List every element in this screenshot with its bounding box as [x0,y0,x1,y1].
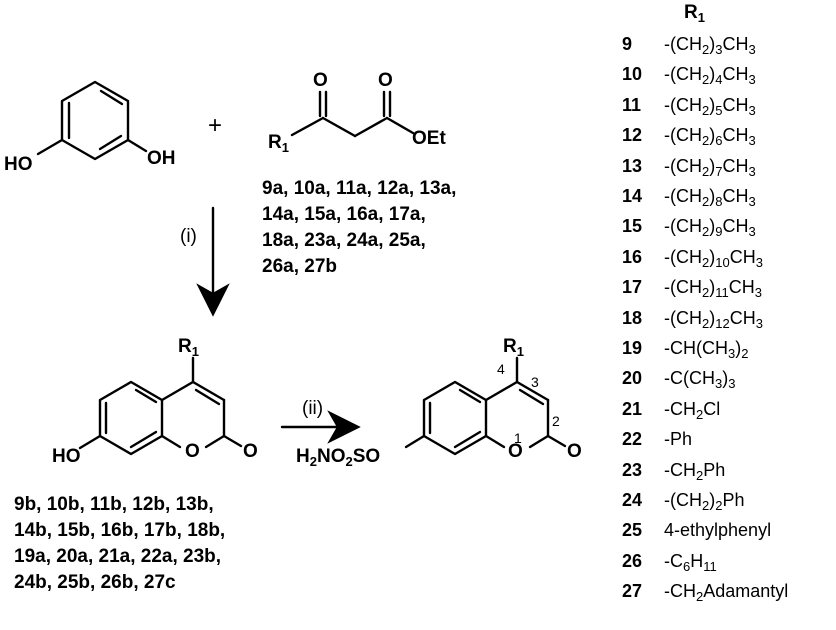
plus-sign: + [208,112,223,139]
compound-number: 24 [622,490,643,510]
compound-number: 25 [622,520,643,541]
compound-number: 9 [622,34,633,54]
compound-number: 23 [622,459,643,480]
position-3-label: 3 [531,374,539,390]
table-header-r1: R1 [684,2,705,25]
substituent-formula: -C(CH3)3 [664,368,736,392]
list-item: 14a, 15a, 16a, 17a, [262,204,426,225]
substituent-formula: -(CH2)12CH3 [664,307,763,331]
substituent-formula: -CH2Ph [664,459,726,483]
substituent-formula: -(CH2)10CH3 [664,246,763,270]
compound-number: 22 [622,429,643,450]
substituent-formula: -(CH2)9CH3 [664,216,756,240]
list-item: 9a, 10a, 11a, 12a, 13a, [262,178,457,199]
substituent-formula: -C6H11 [664,550,717,574]
ketoester-chain [290,90,415,138]
compound-number: 10 [622,64,643,85]
resorcinol-ho-label: HO [4,154,33,175]
substituent-formula: -(CH2)5CH3 [664,94,756,118]
substituent-formula: -(CH2)2Ph [664,490,745,513]
list-item: 9b, 10b, 11b, 12b, 13b, [14,494,214,515]
resorcinol-oh-label: OH [147,148,176,169]
substituent-table: R1 9 -(CH2)3CH3 10 -(CH2)4CH3 11 -(CH2)5CH3 12… [622,2,836,628]
coumarin-ring-oxygen: O [185,441,200,462]
substituent-formula: -(CH2)8CH3 [664,186,756,209]
substituent-formula: -CH2Adamantyl [664,581,789,605]
substituent-formula: -(CH2)6CH3 [664,125,756,149]
keto-oxygen: O [313,70,328,91]
ketoester-r1-label: R1 [268,132,289,155]
substituent-formula: -(CH2)11CH3 [664,277,762,301]
substituent-formula: -Ph [664,429,693,450]
sulfamate-group-label: H2NO2SO [296,446,381,469]
sulfamate-carbonyl-oxygen: O [567,441,582,462]
coumarin-r1-label: R1 [178,336,199,359]
compound-number: 20 [622,368,643,389]
substituent-formula: -(CH2)7CH3 [664,155,756,179]
step1-label: (i) [180,226,197,247]
coumarin-ho-label: HO [52,446,81,467]
ethoxy-group-label: OEt [412,128,446,149]
compound-number: 19 [622,338,643,358]
ester-carbonyl-oxygen: O [378,70,393,91]
substituent-formula: -(CH2)3CH3 [664,34,756,57]
compound-number: 13 [622,155,643,176]
list-item: 26a, 27b [262,256,337,277]
compound-number: 26 [622,550,643,571]
coumarin-compound-list: 9b, 10b, 11b, 12b, 13b, 14b, 15b, 16b, 1… [14,492,225,596]
position-2-label: 2 [552,413,560,429]
position-1-label: 1 [514,430,522,446]
compound-number: 11 [622,94,642,115]
compound-number: 14 [622,186,643,206]
ketoester-compound-list: 9a, 10a, 11a, 12a, 13a, 14a, 15a, 16a, 1… [262,176,456,280]
step2-label: (ii) [302,398,324,419]
compound-number: 18 [622,307,643,328]
compound-number: 21 [622,398,643,419]
list-item: 19a, 20a, 21a, 22a, 23b, [14,546,222,567]
sulfamate-r1-label: R1 [503,336,524,359]
substituent-formula: -(CH2)4CH3 [664,64,756,88]
coumarin-sulfamate-structure [404,356,567,456]
compound-number: 17 [622,277,643,298]
substituent-formula: 4-ethylphenyl [664,520,772,541]
list-item: 14b, 15b, 16b, 17b, 18b, [14,520,226,541]
list-item: 24b, 25b, 26b, 27c [14,572,176,593]
position-4-label: 4 [497,361,505,377]
sulfamate-ring-oxygen: O [508,441,523,462]
coumarin-carbonyl-oxygen: O [243,441,258,462]
compound-number: 16 [622,246,643,267]
list-item: 18a, 23a, 24a, 25a, [262,230,426,251]
compound-number: 27 [622,581,643,602]
hydroxycoumarin-structure [78,356,243,456]
compound-number: 12 [622,125,643,146]
substituent-formula: -CH2Cl [664,398,721,422]
resorcinol-ring [36,80,148,161]
substituent-formula: -CH(CH3)2 [664,338,749,361]
compound-number: 15 [622,216,643,237]
